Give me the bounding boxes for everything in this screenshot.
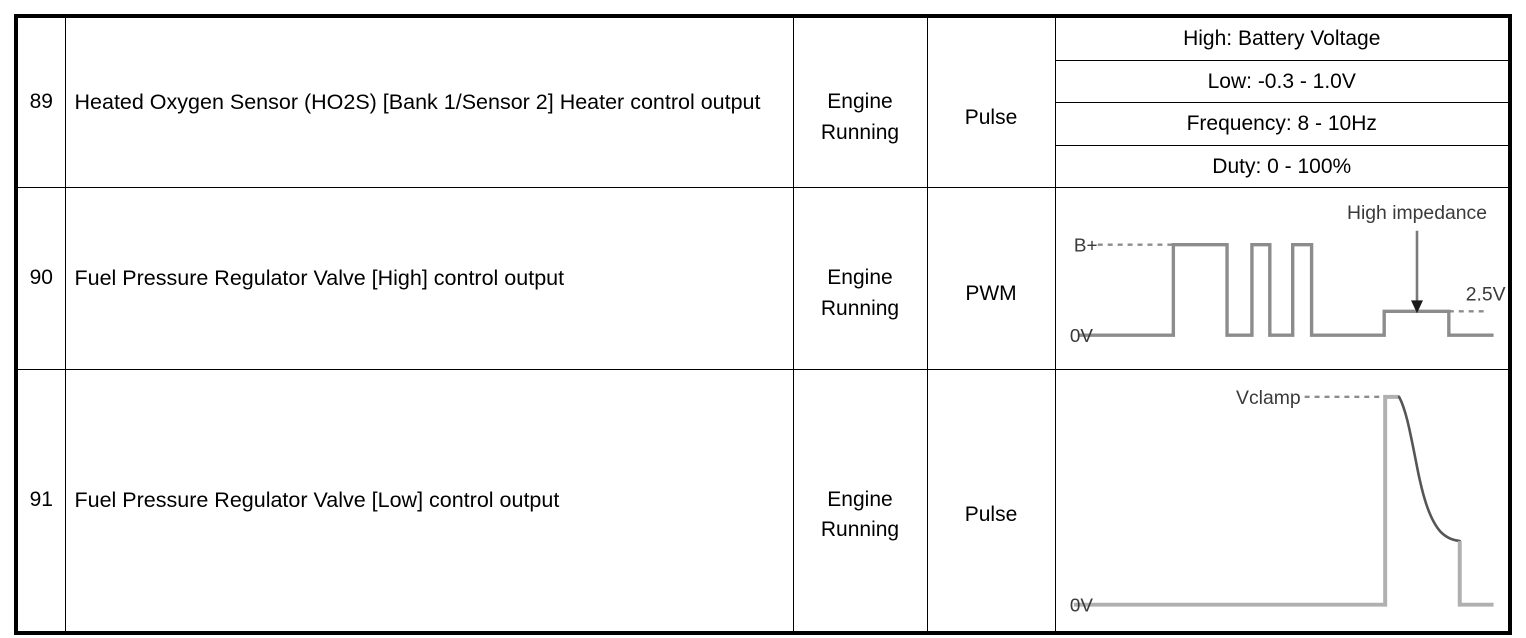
- pwm-waveform-diagram: B+ 0V High impedance 2.5V: [1056, 188, 1509, 369]
- table-row: 91 Fuel Pressure Regulator Valve [Low] c…: [15, 368, 1511, 634]
- row-waveform-cell: B+ 0V High impedance 2.5V: [1054, 187, 1511, 370]
- row-number-cell: 89: [15, 15, 66, 188]
- row-number: 89: [29, 90, 53, 114]
- flyback-decay-curve: [1397, 395, 1461, 543]
- row-signal-type: PWM: [965, 281, 1017, 305]
- clamp-voltage-label: 2.5V: [1465, 283, 1505, 305]
- spec-line-list: High: Battery Voltage Low: -0.3 - 1.0V F…: [1055, 18, 1508, 187]
- high-impedance-label: High impedance: [1346, 202, 1486, 224]
- table-row: 90 Fuel Pressure Regulator Valve [High] …: [15, 187, 1511, 370]
- flyback-baseline-and-rise: [1073, 394, 1399, 607]
- spec-line: High: Battery Voltage: [1055, 18, 1508, 61]
- row-description: Fuel Pressure Regulator Valve [Low] cont…: [74, 488, 560, 513]
- row-number-cell: 90: [15, 187, 66, 370]
- pwm-waveform-svg: B+ 0V High impedance 2.5V: [1069, 202, 1505, 347]
- row-condition-cell: Engine Running: [792, 15, 928, 188]
- row-condition: Engine Running: [820, 90, 900, 144]
- row-condition-cell: Engine Running: [792, 368, 928, 634]
- zero-volt-label: 0V: [1069, 596, 1092, 617]
- row-description: Fuel Pressure Regulator Valve [High] con…: [74, 266, 565, 291]
- flyback-waveform-diagram: Vclamp 0V: [1056, 370, 1509, 631]
- vclamp-label: Vclamp: [1236, 387, 1301, 409]
- high-impedance-arrow-head: [1410, 300, 1423, 314]
- row-signal-spec-cell: High: Battery Voltage Low: -0.3 - 1.0V F…: [1054, 15, 1511, 188]
- row-description-cell: Fuel Pressure Regulator Valve [Low] cont…: [64, 368, 794, 634]
- row-signal-type-cell: Pulse: [926, 368, 1056, 634]
- row-signal-type: Pulse: [964, 503, 1018, 527]
- row-condition: Engine Running: [820, 266, 900, 320]
- spec-line: Duty: 0 - 100%: [1055, 145, 1508, 187]
- row-signal-type: Pulse: [964, 105, 1018, 129]
- signal-spec-table: 89 Heated Oxygen Sensor (HO2S) [Bank 1/S…: [14, 14, 1512, 635]
- zero-volt-label: 0V: [1069, 326, 1092, 347]
- spec-line: Frequency: 8 - 10Hz: [1055, 102, 1508, 146]
- row-condition-cell: Engine Running: [792, 187, 928, 370]
- table-row: 89 Heated Oxygen Sensor (HO2S) [Bank 1/S…: [15, 15, 1511, 188]
- row-description: Heated Oxygen Sensor (HO2S) [Bank 1/Sens…: [74, 90, 761, 115]
- flyback-fall-and-tail: [1457, 541, 1494, 607]
- bplus-label: B+: [1073, 236, 1097, 257]
- row-signal-type-cell: PWM: [926, 187, 1056, 370]
- row-signal-type-cell: Pulse: [926, 15, 1056, 188]
- spec-line: Low: -0.3 - 1.0V: [1055, 60, 1508, 103]
- row-number-cell: 91: [15, 368, 66, 634]
- row-number: 91: [29, 488, 53, 512]
- row-number: 90: [29, 266, 53, 290]
- row-description-cell: Heated Oxygen Sensor (HO2S) [Bank 1/Sens…: [64, 15, 794, 188]
- row-description-cell: Fuel Pressure Regulator Valve [High] con…: [64, 187, 794, 370]
- row-waveform-cell: Vclamp 0V: [1054, 368, 1511, 634]
- pwm-trace: [1077, 242, 1494, 337]
- flyback-waveform-svg: Vclamp 0V: [1069, 387, 1494, 617]
- row-condition: Engine Running: [820, 488, 900, 542]
